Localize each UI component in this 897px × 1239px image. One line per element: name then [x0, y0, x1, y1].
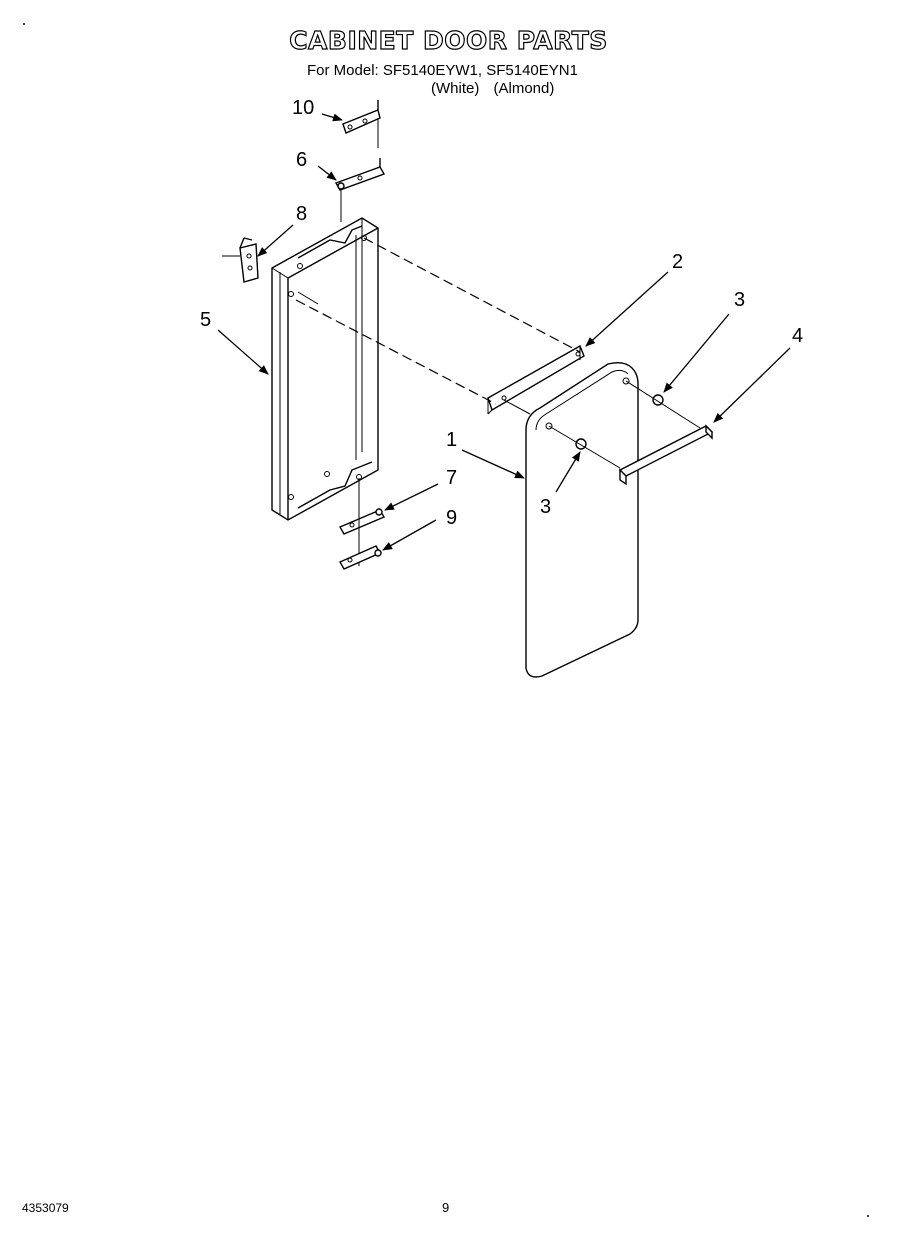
- color-almond-label: (Almond): [493, 80, 555, 97]
- assembly-line: [363, 237, 581, 353]
- callout-arrow-7: [384, 483, 439, 511]
- part-10-hinge: [342, 100, 381, 148]
- callout-6: 6: [296, 149, 307, 171]
- document-part-number: 4353079: [22, 1201, 69, 1215]
- assembly-line: [625, 380, 701, 429]
- assembly-line: [295, 299, 497, 405]
- color-white-label: (White): [431, 80, 480, 97]
- page-title: CABINET DOOR PARTS: [289, 25, 608, 55]
- part-5-door-frame: [271, 217, 379, 521]
- callout-2: 2: [672, 251, 683, 273]
- callout-arrow-8: [257, 224, 294, 257]
- callout-9: 9: [446, 507, 457, 529]
- callout-arrow-3a: [663, 313, 730, 393]
- callout-3b: 3: [540, 496, 551, 518]
- part-1-door-panel: [525, 361, 639, 678]
- callout-1: 1: [446, 429, 457, 451]
- part-7-hinge: [339, 478, 385, 566]
- callout-5: 5: [200, 309, 211, 331]
- part-8-bracket: [222, 237, 259, 283]
- corner-mark: [23, 23, 25, 25]
- callout-arrow-6: [317, 165, 337, 181]
- part-6-hinge: [334, 158, 386, 222]
- assembly-line: [548, 425, 621, 469]
- callout-arrow-3b: [555, 451, 581, 493]
- callout-arrow-4: [713, 347, 791, 423]
- callout-arrow-2: [585, 271, 669, 347]
- page-number: 9: [442, 1200, 450, 1215]
- model-numbers: For Model: SF5140EYW1, SF5140EYN1: [307, 62, 578, 79]
- corner-mark: [867, 1215, 869, 1217]
- callout-3a: 3: [734, 289, 745, 311]
- callout-arrow-9: [382, 519, 437, 551]
- callout-7: 7: [446, 467, 457, 489]
- part-4-handle: [618, 424, 714, 486]
- callout-8: 8: [296, 203, 307, 225]
- part-9-hinge: [339, 545, 382, 570]
- callout-10: 10: [292, 97, 314, 119]
- model-colors: (White) (Almond): [431, 80, 554, 97]
- assembly-line: [503, 399, 531, 415]
- callout-arrow-5: [217, 329, 269, 375]
- callout-arrow-10: [321, 113, 343, 122]
- callout-arrow-1: [461, 449, 525, 479]
- part-2-bracket: [487, 344, 585, 415]
- callout-4: 4: [792, 325, 803, 347]
